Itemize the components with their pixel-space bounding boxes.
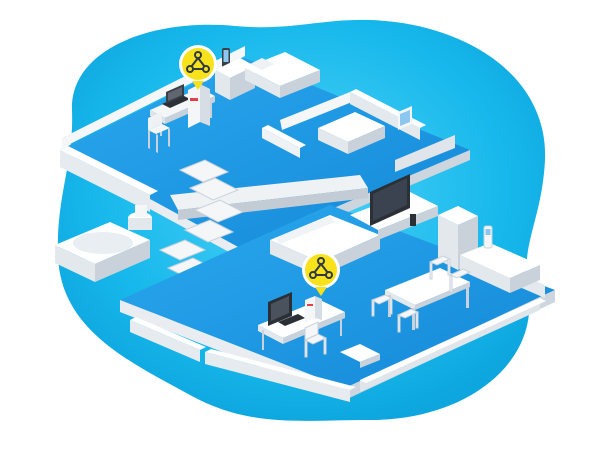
- lower-router-device: [305, 296, 322, 322]
- dining-table: [385, 268, 470, 330]
- kitchen-counter: [460, 243, 540, 293]
- upper-bed-small: [318, 112, 385, 154]
- wifi-mesh-node-icon: [302, 251, 340, 296]
- lower-keyboard: [278, 314, 305, 326]
- upper-front-wall: [60, 150, 150, 212]
- bathtub: [55, 222, 150, 282]
- upper-laptop: [162, 84, 190, 108]
- upper-phone-base: [222, 48, 230, 68]
- upper-bed-large: [245, 52, 320, 98]
- lower-floor: [55, 174, 555, 402]
- phone-handset: [483, 225, 493, 249]
- wifi-mesh-node-icon: [179, 45, 217, 90]
- upper-monitor: [398, 106, 412, 130]
- lower-chair: [303, 321, 328, 358]
- lower-monitor: [268, 292, 292, 326]
- television: [370, 174, 410, 226]
- upper-chair: [148, 112, 170, 153]
- dining-chairs: [370, 255, 472, 333]
- side-table: [340, 344, 380, 368]
- speaker: [410, 214, 416, 226]
- upper-cabinet: [215, 58, 255, 100]
- upper-router-device: [188, 84, 210, 128]
- toilet: [128, 205, 152, 230]
